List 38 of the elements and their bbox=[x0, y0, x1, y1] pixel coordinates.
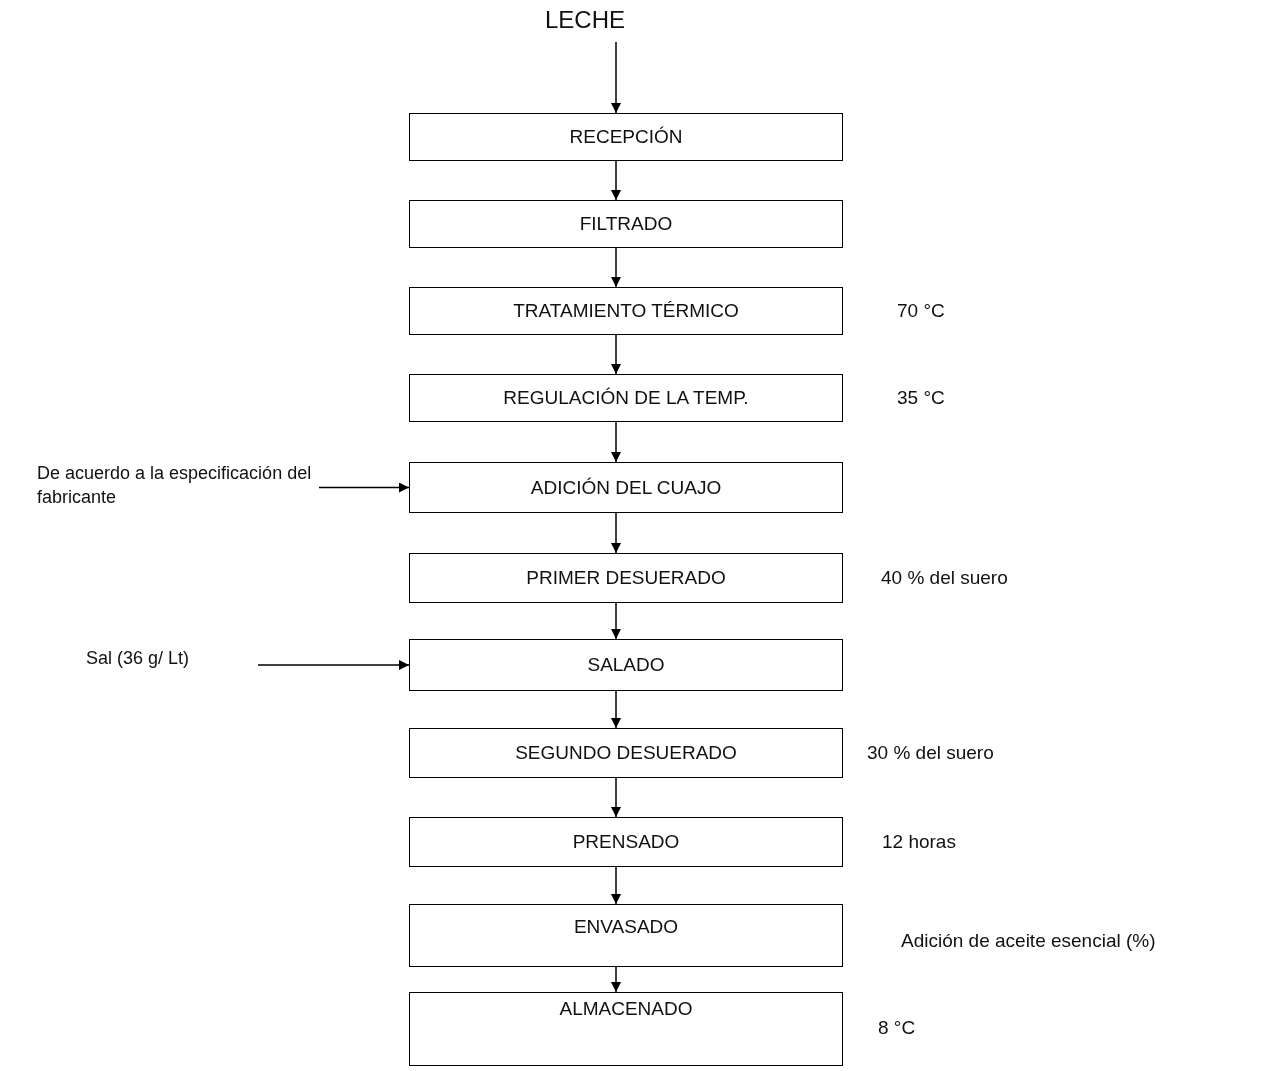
step-label: PRIMER DESUERADO bbox=[526, 567, 726, 589]
arrow bbox=[611, 160, 621, 201]
step-note: 40 % del suero bbox=[881, 567, 1008, 589]
process-box bbox=[409, 200, 843, 248]
arrow bbox=[611, 777, 621, 818]
step-label: REGULACIÓN DE LA TEMP. bbox=[503, 387, 749, 409]
step-note: 12 horas bbox=[882, 831, 956, 853]
arrow bbox=[611, 247, 621, 288]
arrow bbox=[611, 421, 621, 463]
step-label: ADICIÓN DEL CUAJO bbox=[530, 476, 722, 499]
arrow bbox=[611, 512, 621, 554]
input-label: De acuerdo a la especificación del fabricante bbox=[37, 462, 313, 510]
process-box bbox=[409, 113, 843, 161]
step-label: ENVASADO bbox=[573, 916, 679, 938]
step-note: 70 °C bbox=[897, 300, 945, 322]
arrow bbox=[611, 866, 621, 905]
arrow bbox=[318, 482, 410, 493]
step-label: ALMACENADO bbox=[559, 998, 693, 1020]
input-label: LECHE bbox=[545, 5, 627, 35]
step-label: RECEPCIÓN bbox=[569, 126, 683, 148]
arrow bbox=[611, 966, 621, 993]
arrow bbox=[611, 602, 621, 640]
step-note: 35 °C bbox=[897, 387, 945, 409]
input-label: Sal (36 g/ Lt) bbox=[86, 647, 191, 670]
step-label: TRATAMIENTO TÉRMICO bbox=[513, 300, 739, 322]
arrow bbox=[257, 660, 410, 670]
arrow bbox=[611, 334, 621, 375]
process-box bbox=[409, 639, 843, 691]
step-label: PRENSADO bbox=[572, 831, 680, 853]
step-note: 30 % del suero bbox=[867, 742, 994, 764]
arrow bbox=[611, 41, 621, 114]
step-label: SEGUNDO DESUERADO bbox=[515, 742, 737, 764]
step-label: FILTRADO bbox=[579, 213, 673, 235]
step-note: Adición de aceite esencial (%) bbox=[901, 929, 1156, 952]
arrow bbox=[611, 690, 621, 729]
step-label: SALADO bbox=[587, 654, 665, 676]
process-box bbox=[409, 462, 843, 513]
step-note: 8 °C bbox=[878, 1017, 916, 1039]
